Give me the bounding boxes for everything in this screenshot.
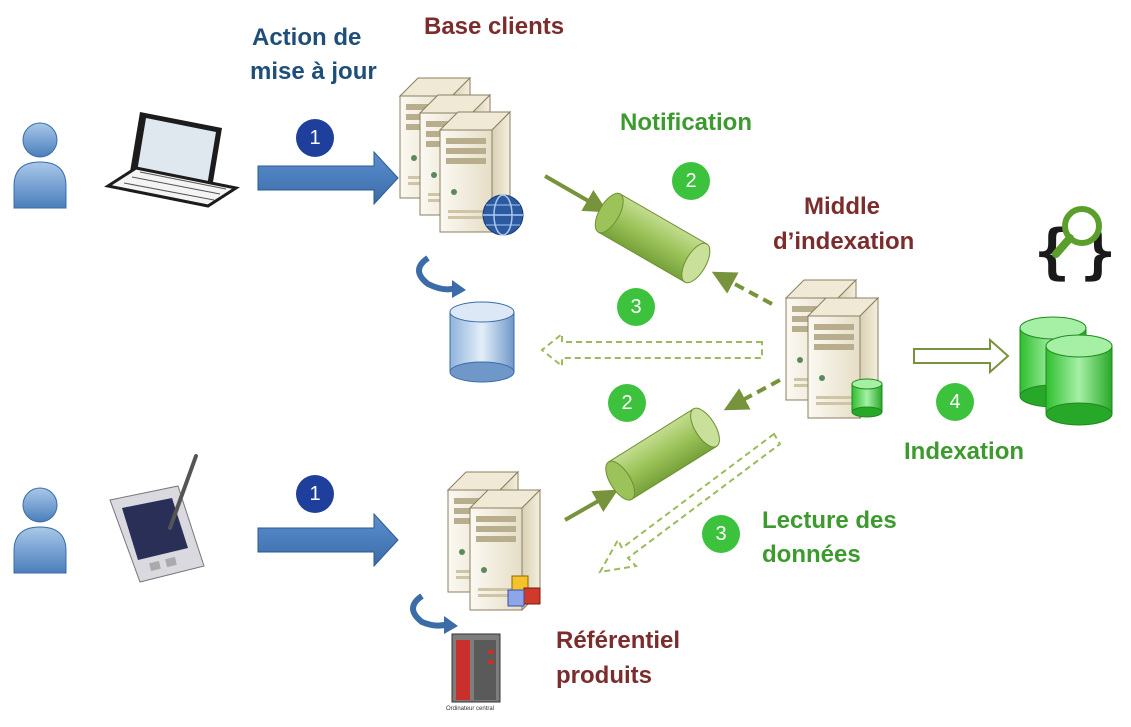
label-middle-line1: Middle [804,193,880,220]
notify-arrow-bottom [564,489,619,522]
label-notification: Notification [620,109,752,136]
server-middle-indexation [785,279,883,419]
globe-icon [482,194,524,236]
label-lecture-line2: données [762,541,861,568]
step-badge-1-top: 1 [296,119,334,157]
update-arrow-top [257,150,399,206]
message-queue-top [594,192,711,284]
step-badge-1-bottom: 1 [296,475,334,513]
label-referentiel-line2: produits [556,662,652,689]
label-mainframe-caption: Ordinateur central [446,706,495,712]
server-referentiel [447,471,541,611]
user-icon-bottom [13,487,67,574]
label-lecture-line1: Lecture des [762,507,897,534]
consume-arrow-bottom [723,378,781,411]
label-referentiel-line1: Référentiel [556,627,681,654]
read-arrow-top [540,331,763,369]
server-base-clients [399,77,524,236]
index-arrow [913,337,1010,375]
green-db-badge-icon [851,378,883,418]
step-badge-3-top: 3 [617,288,655,326]
cubes-icon [507,575,541,607]
sync-arrow-top [416,255,457,293]
update-arrow-bottom [257,512,399,568]
consume-arrow-top [711,271,773,306]
label-indexation: Indexation [904,438,1025,465]
database-icon-blue [449,301,515,383]
laptop-icon [104,112,240,208]
search-code-icon: { } [1034,206,1116,287]
notify-arrow-top [544,174,609,213]
sync-arrow-bottom [410,593,449,629]
index-database-icon [1019,316,1113,426]
step-badge-2-bottom: 2 [608,384,646,422]
step-badge-4: 4 [936,383,974,421]
mainframe-icon [451,633,501,703]
read-arrow-bottom [598,432,782,574]
message-queue-bottom [605,407,720,501]
user-icon-top [13,122,67,209]
tablet-icon [109,454,205,583]
step-badge-3-bottom: 3 [702,515,740,553]
step-badge-2-top: 2 [672,162,710,200]
label-middle-line2: d’indexation [773,228,915,255]
label-action-line1: Action de [252,24,362,51]
label-base-clients: Base clients [424,13,565,40]
label-action-line2: mise à jour [250,58,377,85]
